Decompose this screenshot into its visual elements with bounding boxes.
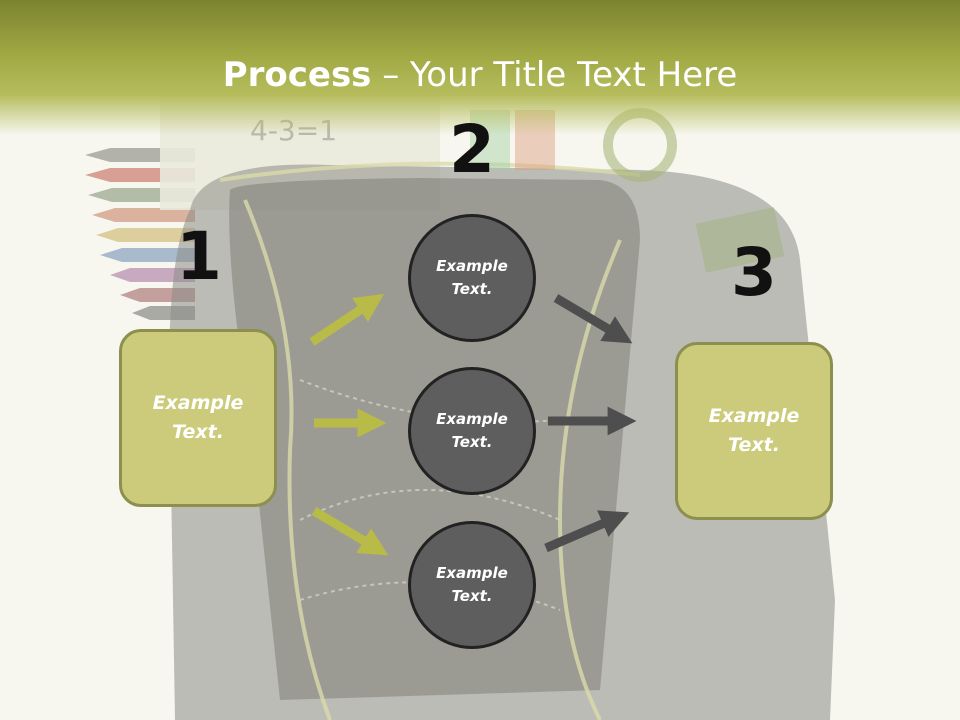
step-number-1: 1 [176,218,222,295]
arrow-box1-to-circle1 [309,294,384,346]
step-2-circle-1: Example Text. [408,214,536,342]
slide-title: Process – Your Title Text Here [0,54,960,96]
step-2-circle-3: Example Text. [408,521,536,649]
step-number-3: 3 [731,234,777,311]
circle-2-text: Example Text. [436,410,508,451]
step-3-text: Example Text. [708,405,800,456]
step-2-circle-2: Example Text. [408,367,536,495]
arrow-circle3-to-box3 [544,510,630,553]
step-1-text: Example Text. [152,392,244,443]
step-1-box: Example Text. [119,329,277,507]
title-bold: Process [222,55,372,95]
title-banner [0,0,960,135]
arrow-circle1-to-box3 [553,294,633,344]
step-number-2: 2 [449,111,495,188]
step-3-box: Example Text. [675,342,833,520]
title-rest: – Your Title Text Here [371,55,738,95]
circle-1-text: Example Text. [436,257,508,298]
circle-3-text: Example Text. [436,564,508,605]
arrow-box1-to-circle3 [311,507,389,556]
